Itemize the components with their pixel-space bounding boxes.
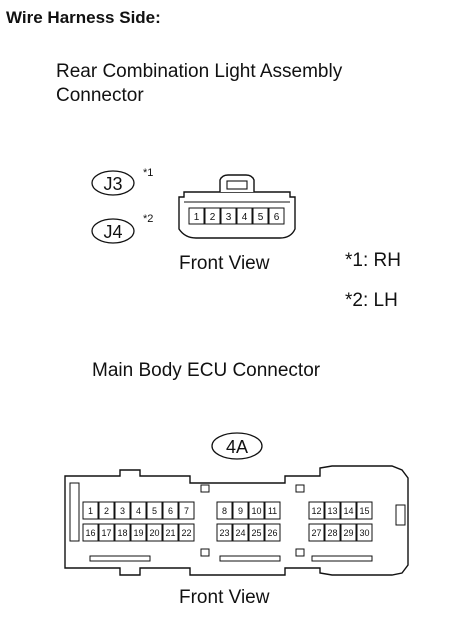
svg-text:23: 23 [219, 528, 229, 538]
ecu-connector-title: Main Body ECU Connector [92, 360, 321, 381]
ecu-pin-27: 27 [308, 523, 325, 542]
ecu-pin-30: 30 [356, 523, 373, 542]
ecu-pin-18: 18 [114, 523, 131, 542]
ecu-pin-29: 29 [340, 523, 357, 542]
ecu-connector-view-label: Front View [179, 587, 270, 608]
ecu-pin-13: 13 [324, 501, 341, 520]
svg-text:15: 15 [359, 506, 369, 516]
rear-connector-title-line1: Rear Combination Light Assembly [56, 61, 343, 82]
ecu-pin-19: 19 [130, 523, 147, 542]
ecu-pin-2: 2 [98, 501, 115, 520]
svg-text:5: 5 [258, 212, 264, 223]
svg-text:26: 26 [267, 528, 277, 538]
code-j4-text: J4 [103, 222, 122, 242]
ecu-pin-16: 16 [82, 523, 99, 542]
svg-text:1: 1 [88, 506, 93, 516]
svg-text:10: 10 [251, 506, 261, 516]
ecu-pin-7: 7 [178, 501, 195, 520]
svg-text:4: 4 [242, 212, 248, 223]
svg-text:16: 16 [85, 528, 95, 538]
svg-text:1: 1 [194, 212, 200, 223]
note-lh: *2: LH [345, 290, 398, 311]
svg-text:7: 7 [184, 506, 189, 516]
ecu-pin-20: 20 [146, 523, 163, 542]
svg-text:20: 20 [149, 528, 159, 538]
rear-pin-5: 5 [252, 207, 269, 225]
code-4a-badge: 4A [211, 432, 263, 460]
page-heading: Wire Harness Side: [6, 8, 161, 27]
svg-text:18: 18 [117, 528, 127, 538]
ecu-pin-22: 22 [178, 523, 195, 542]
code-j4-note-ref: *2 [143, 213, 153, 225]
svg-text:24: 24 [235, 528, 245, 538]
ecu-pin-23: 23 [216, 523, 233, 542]
rear-pin-6: 6 [268, 207, 285, 225]
rear-pin-1: 1 [188, 207, 205, 225]
code-j3-note-ref: *1 [143, 167, 153, 179]
svg-text:22: 22 [181, 528, 191, 538]
rear-connector-title-line2: Connector [56, 85, 144, 106]
ecu-pin-1: 1 [82, 501, 99, 520]
svg-text:19: 19 [133, 528, 143, 538]
rear-pin-2: 2 [204, 207, 221, 225]
note-rh: *1: RH [345, 250, 401, 271]
ecu-pin-5: 5 [146, 501, 163, 520]
svg-text:3: 3 [120, 506, 125, 516]
ecu-pin-9: 9 [232, 501, 249, 520]
ecu-pin-15: 15 [356, 501, 373, 520]
ecu-pin-10: 10 [248, 501, 265, 520]
svg-text:29: 29 [343, 528, 353, 538]
code-j3-text: J3 [103, 174, 122, 194]
rear-pin-4: 4 [236, 207, 253, 225]
svg-text:9: 9 [238, 506, 243, 516]
svg-text:2: 2 [104, 506, 109, 516]
ecu-pin-3: 3 [114, 501, 131, 520]
svg-text:8: 8 [222, 506, 227, 516]
svg-text:21: 21 [165, 528, 175, 538]
ecu-pin-12: 12 [308, 501, 325, 520]
svg-text:11: 11 [268, 506, 277, 516]
svg-text:28: 28 [327, 528, 337, 538]
svg-text:14: 14 [343, 506, 353, 516]
svg-text:5: 5 [152, 506, 157, 516]
ecu-pin-17: 17 [98, 523, 115, 542]
ecu-pin-28: 28 [324, 523, 341, 542]
svg-text:25: 25 [251, 528, 261, 538]
svg-text:30: 30 [359, 528, 369, 538]
ecu-pin-11: 11 [264, 501, 281, 520]
svg-text:4: 4 [136, 506, 141, 516]
svg-text:13: 13 [327, 506, 337, 516]
svg-text:2: 2 [210, 212, 216, 223]
code-4a-text: 4A [226, 437, 248, 457]
ecu-pin-25: 25 [248, 523, 265, 542]
rear-connector-view-label: Front View [179, 253, 270, 274]
ecu-pin-4: 4 [130, 501, 147, 520]
ecu-pin-24: 24 [232, 523, 249, 542]
ecu-pin-26: 26 [264, 523, 281, 542]
svg-text:6: 6 [274, 212, 280, 223]
svg-text:6: 6 [168, 506, 173, 516]
ecu-pin-14: 14 [340, 501, 357, 520]
svg-text:17: 17 [101, 528, 111, 538]
rear-pin-3: 3 [220, 207, 237, 225]
svg-text:12: 12 [311, 506, 321, 516]
code-j4-badge: J4 *2 [91, 213, 153, 244]
svg-text:27: 27 [311, 528, 321, 538]
svg-text:3: 3 [226, 212, 232, 223]
ecu-pin-8: 8 [216, 501, 233, 520]
ecu-pin-6: 6 [162, 501, 179, 520]
ecu-pin-21: 21 [162, 523, 179, 542]
code-j3-badge: J3 *1 [91, 167, 153, 196]
